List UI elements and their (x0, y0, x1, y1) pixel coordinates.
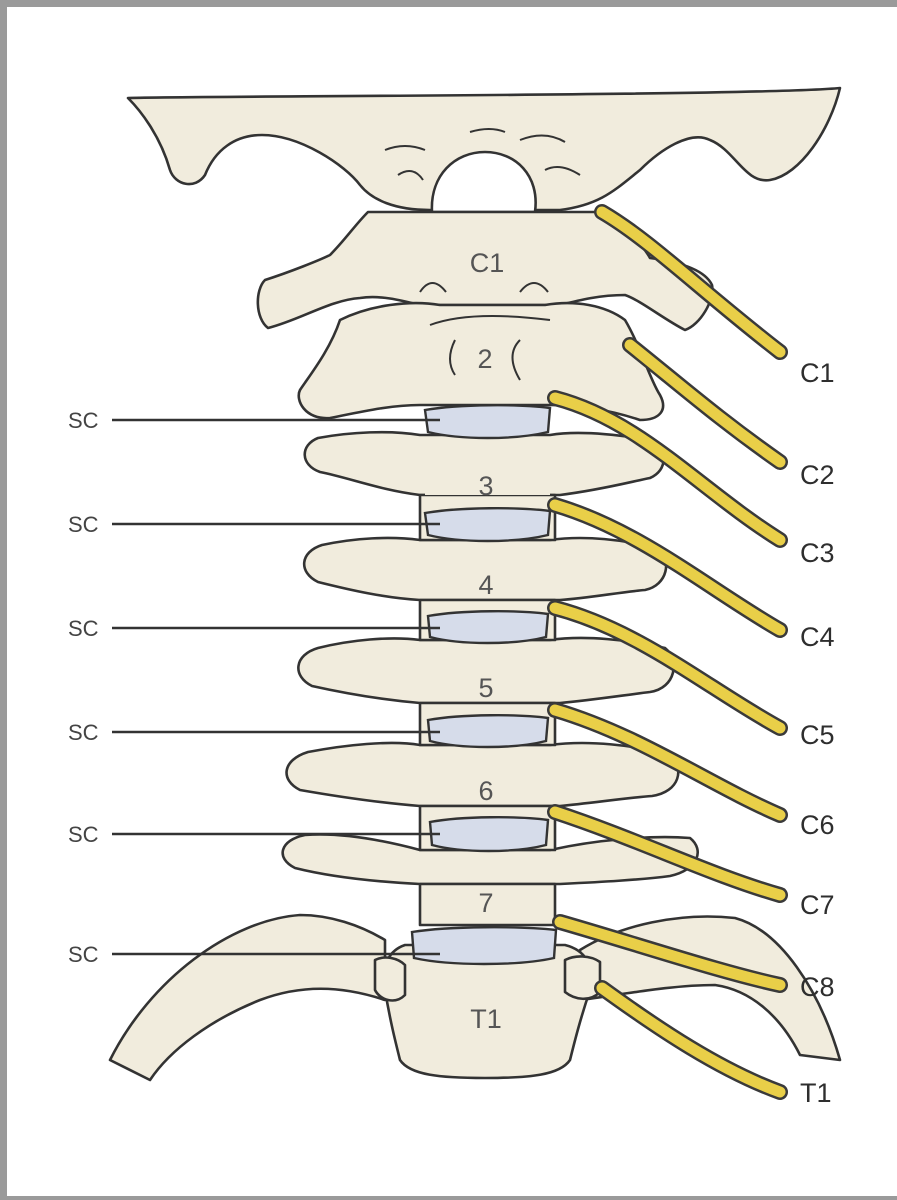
first-rib-left (108, 913, 387, 1082)
nerve-label-c7: C7 (800, 890, 835, 920)
vertebra-label-2: 2 (477, 344, 492, 374)
nerve-label-t1: T1 (800, 1078, 832, 1108)
intervertebral-disc-4 (426, 714, 550, 749)
vertebra-label-5: 5 (478, 673, 493, 703)
nerve-label-c8: C8 (800, 972, 835, 1002)
nerve-label-c6: C6 (800, 810, 835, 840)
sc-label-3: SC (68, 616, 99, 641)
vertebra-label-7: 7 (478, 888, 493, 918)
vertebra-label-4: 4 (478, 570, 493, 600)
occipital-bone (126, 86, 842, 212)
sc-label-6: SC (68, 942, 99, 967)
nerve-label-c4: C4 (800, 622, 835, 652)
intervertebral-disc-1 (423, 404, 552, 440)
intervertebral-disc-3 (426, 610, 550, 645)
nerve-label-c5: C5 (800, 720, 835, 750)
vertebra-label-3: 3 (478, 471, 493, 501)
intervertebral-disc-6 (410, 926, 558, 966)
intervertebral-disc-5 (428, 816, 550, 853)
vertebra-label-6: 6 (478, 776, 493, 806)
nerve-label-c1: C1 (800, 358, 835, 388)
vertebra-c2 (297, 301, 665, 422)
sc-label-5: SC (68, 822, 99, 847)
foramen-magnum (430, 150, 537, 214)
spinal-nerves (547, 204, 788, 1100)
vertebra-label-c1: C1 (470, 248, 505, 278)
vertebra-label-t1: T1 (470, 1004, 502, 1034)
nerve-label-c3: C3 (800, 538, 835, 568)
sc-label-4: SC (68, 720, 99, 745)
sc-label-2: SC (68, 512, 99, 537)
sc-label-1: SC (68, 408, 99, 433)
nerve-label-c2: C2 (800, 460, 835, 490)
intervertebral-disc-2 (423, 507, 552, 543)
